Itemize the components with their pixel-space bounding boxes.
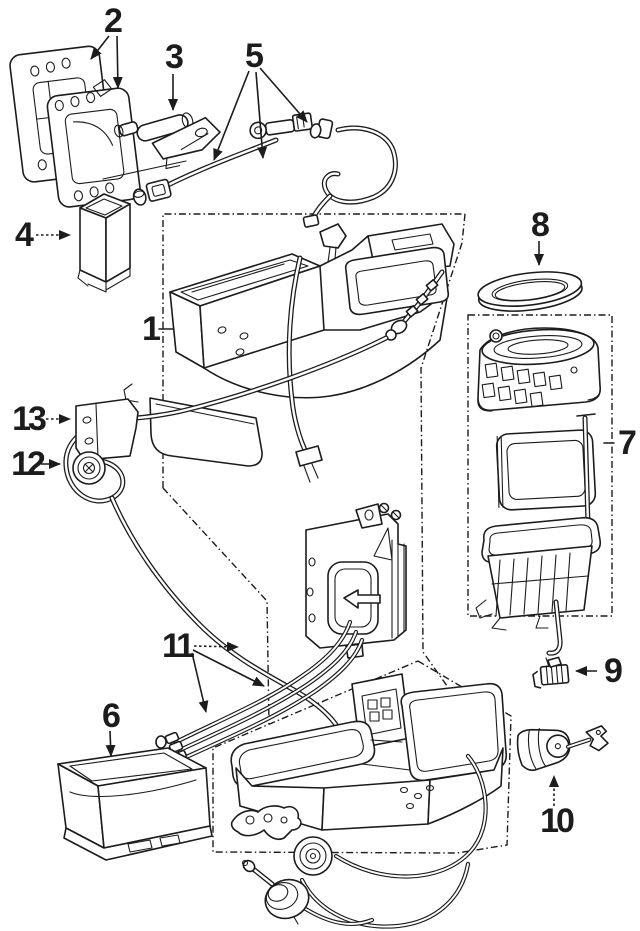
callout-arrows	[36, 35, 597, 806]
callout-13[interactable]: 13	[12, 400, 47, 438]
part-retaining-clip	[532, 656, 570, 689]
part-evaporator-kit	[475, 327, 602, 668]
callout-10[interactable]: 10	[540, 802, 575, 840]
part-bracket-grommet	[63, 398, 347, 745]
part-duct-tray	[57, 747, 213, 861]
callout-2[interactable]: 2	[104, 2, 123, 40]
mounting-bracket-panel	[305, 502, 407, 659]
part-duct-block	[77, 193, 131, 293]
part-seal-ring	[477, 271, 583, 312]
callout-8[interactable]: 8	[531, 206, 550, 244]
boundary-boxes	[158, 213, 615, 854]
callout-6[interactable]: 6	[102, 697, 121, 735]
callout-4[interactable]: 4	[15, 216, 34, 254]
callout-1[interactable]: 1	[142, 310, 161, 348]
lower-case-assembly	[230, 673, 508, 929]
callout-12[interactable]: 12	[11, 445, 46, 483]
part-vacuum-actuator	[516, 725, 609, 772]
callout-9[interactable]: 9	[604, 652, 623, 690]
part-main-case	[107, 223, 455, 483]
callout-11[interactable]: 11	[162, 627, 195, 665]
callout-7[interactable]: 7	[618, 424, 637, 462]
callout-3[interactable]: 3	[165, 38, 184, 76]
part-control-valve	[114, 112, 221, 170]
callout-5[interactable]: 5	[245, 37, 264, 75]
